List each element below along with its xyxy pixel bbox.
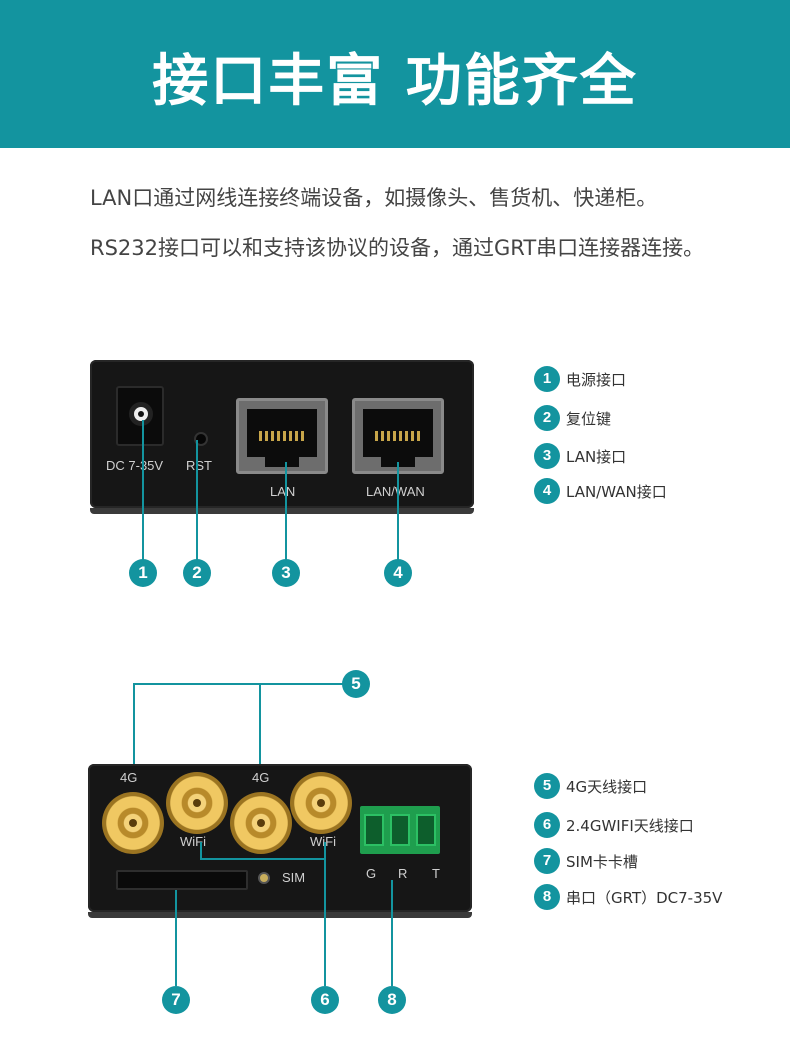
- legend-num: 5: [534, 773, 560, 799]
- silk-lan-label: LAN: [270, 484, 296, 499]
- silk-rst-label: RST: [186, 458, 212, 473]
- silk-sim: SIM: [282, 870, 306, 885]
- leader-line-6-down: [324, 842, 326, 986]
- silk-t: T: [432, 866, 440, 881]
- legend-item: 1 电源接口: [534, 366, 626, 392]
- leader-line-4: [397, 462, 399, 560]
- page-title: 接口丰富 功能齐全: [152, 49, 638, 114]
- legend-item: 2 复位键: [534, 405, 611, 431]
- device-rear-panel: 4G WiFi 4G WiFi SIM G R T: [88, 764, 472, 918]
- silk-wifi-a: WiFi: [180, 834, 206, 849]
- leader-line-5-right: [259, 683, 261, 795]
- silk-wifi-b: WiFi: [310, 834, 336, 849]
- legend-label: LAN/WAN接口: [566, 482, 667, 501]
- sim-led: [258, 872, 270, 884]
- legend-num: 1: [534, 366, 560, 392]
- callout-2: 2: [183, 559, 211, 587]
- device-edge: [90, 508, 474, 514]
- antenna-wifi-a: [166, 772, 228, 834]
- antenna-4g-a: [102, 792, 164, 854]
- callout-5: 5: [342, 670, 370, 698]
- lan-port: [236, 398, 328, 474]
- legend-num: 8: [534, 884, 560, 910]
- legend-num: 7: [534, 848, 560, 874]
- legend-label: 2.4GWIFI天线接口: [566, 816, 694, 835]
- callout-1: 1: [129, 559, 157, 587]
- intro-paragraph-2: RS232接口可以和支持该协议的设备，通过GRT串口连接器连接。: [90, 236, 705, 260]
- device-edge: [88, 912, 472, 918]
- legend-item: 6 2.4GWIFI天线接口: [534, 812, 694, 838]
- leader-line-5-top: [133, 683, 343, 685]
- callout-3: 3: [272, 559, 300, 587]
- silk-4g-b: 4G: [252, 770, 270, 785]
- silk-4g-a: 4G: [120, 770, 138, 785]
- serial-terminal-block: [360, 806, 440, 854]
- dc-power-jack: [116, 386, 164, 446]
- silk-g: G: [366, 866, 377, 881]
- callout-4: 4: [384, 559, 412, 587]
- header-banner: 接口丰富 功能齐全: [0, 0, 790, 148]
- legend-item: 4 LAN/WAN接口: [534, 478, 667, 504]
- legend-num: 4: [534, 478, 560, 504]
- antenna-4g-b: [230, 792, 292, 854]
- leader-line-1: [142, 420, 144, 560]
- legend-item: 8 串口（GRT）DC7-35V: [534, 884, 722, 910]
- leader-line-2: [196, 440, 198, 560]
- legend-item: 7 SIM卡卡槽: [534, 848, 638, 874]
- intro-paragraph-1: LAN口通过网线连接终端设备，如摄像头、售货机、快递柜。: [90, 186, 658, 210]
- leader-line-7: [175, 890, 177, 986]
- leader-line-3: [285, 462, 287, 560]
- device-front-panel: DC 7-35V RST LAN LAN/WAN: [90, 360, 474, 514]
- sim-card-slot: [116, 870, 248, 890]
- callout-7: 7: [162, 986, 190, 1014]
- leader-line-8: [391, 880, 393, 986]
- legend-label: LAN接口: [566, 447, 627, 466]
- legend-label: SIM卡卡槽: [566, 852, 638, 871]
- callout-6: 6: [311, 986, 339, 1014]
- callout-8: 8: [378, 986, 406, 1014]
- leader-line-6-left: [200, 842, 202, 860]
- legend-item: 3 LAN接口: [534, 443, 626, 469]
- antenna-wifi-b: [290, 772, 352, 834]
- lan-wan-port: [352, 398, 444, 474]
- legend-label: 电源接口: [566, 370, 627, 389]
- legend-num: 6: [534, 812, 560, 838]
- legend-num: 3: [534, 443, 560, 469]
- legend-label: 复位键: [566, 409, 612, 428]
- leader-line-5-left: [133, 683, 135, 795]
- silk-dc-label: DC 7-35V: [106, 458, 164, 473]
- legend-num: 2: [534, 405, 560, 431]
- silk-lanwan-label: LAN/WAN: [366, 484, 425, 499]
- legend-label: 串口（GRT）DC7-35V: [566, 888, 723, 907]
- legend-label: 4G天线接口: [566, 777, 648, 796]
- legend-item: 5 4G天线接口: [534, 773, 647, 799]
- leader-line-6-top: [200, 858, 326, 860]
- silk-r: R: [398, 866, 408, 881]
